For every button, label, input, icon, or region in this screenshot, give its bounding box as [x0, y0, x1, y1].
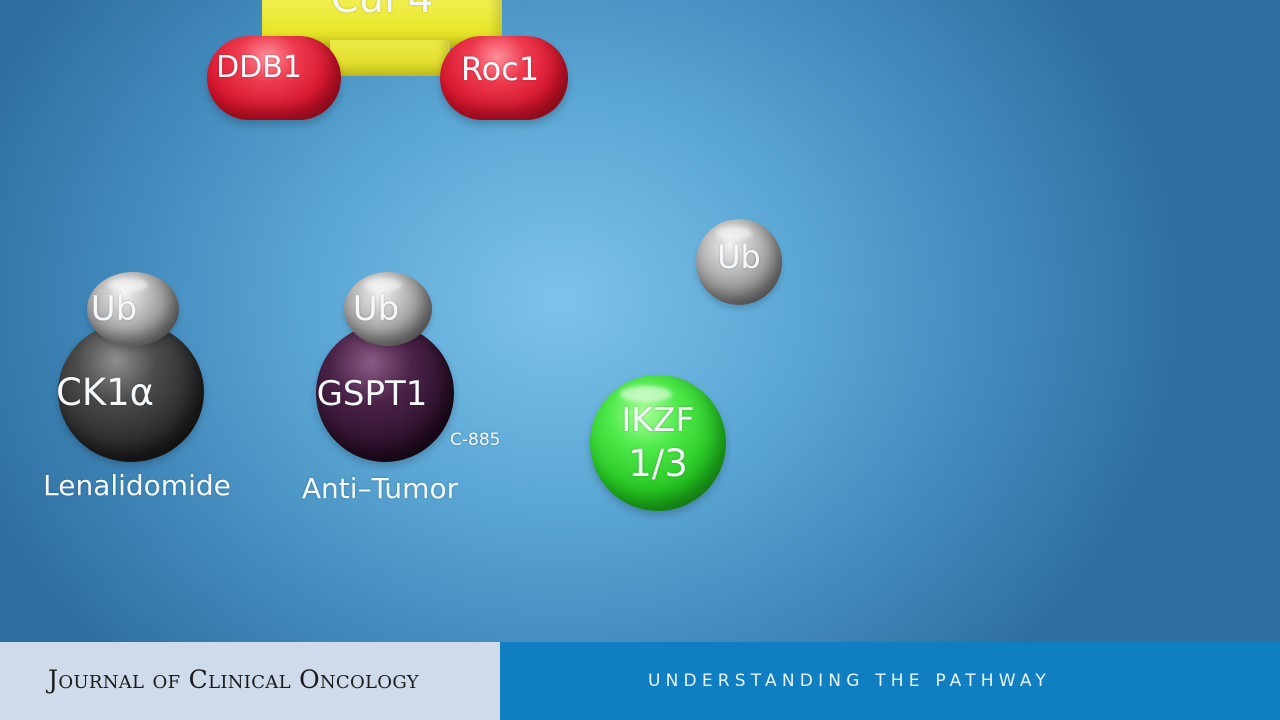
gspt1-label: GSPT1	[316, 374, 428, 414]
ub-ck1a-highlight	[108, 278, 148, 292]
ub-gspt1-highlight	[364, 278, 402, 292]
cul4-label: Cul 4	[262, 0, 502, 22]
roc1-subunit	[440, 36, 568, 120]
ub-ck1a-label: Ub	[90, 289, 138, 329]
footer-journal-panel: Journal of Clinical Oncology	[0, 642, 500, 720]
cc885-label: C-885	[450, 430, 501, 450]
cul4-base	[330, 40, 450, 76]
pathway-scene: Cul 4 DDB1 Roc1 Ub Ub CK1α Lenalidomide …	[0, 0, 1280, 642]
ub-free-highlight	[716, 226, 752, 240]
lenalidomide-label: Lenalidomide	[43, 469, 231, 502]
ikzf-label-line2: 1/3	[628, 442, 688, 485]
ddb1-label: DDB1	[216, 50, 302, 85]
ikzf-label-line1: IKZF	[621, 400, 695, 439]
ikzf-highlight	[620, 386, 672, 402]
journal-title: Journal of Clinical Oncology	[48, 665, 419, 694]
roc1-label: Roc1	[460, 50, 540, 88]
ddb1-subunit	[207, 36, 341, 120]
gspt1-sphere	[316, 324, 454, 462]
anti-tumor-label: Anti–Tumor	[301, 472, 459, 505]
ub-gspt1-label: Ub	[352, 289, 400, 329]
footer-series-panel: UNDERSTANDING THE PATHWAY	[500, 642, 1280, 720]
ck1a-label: CK1α	[55, 371, 155, 414]
ub-free-label: Ub	[717, 238, 761, 276]
series-title: UNDERSTANDING THE PATHWAY	[648, 671, 1051, 691]
